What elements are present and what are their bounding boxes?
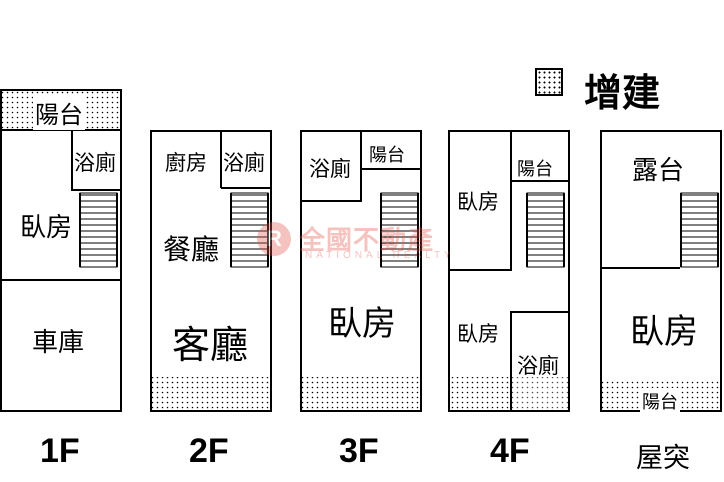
f4-bedroom-top-label: 臥房	[457, 190, 499, 214]
f2-kitchen-label: 廚房	[165, 151, 207, 175]
f3-staircase	[380, 192, 419, 268]
f3-addition-strip	[302, 377, 420, 410]
f4-balcony-room	[510, 130, 570, 182]
f4-bath-label: 浴廁	[517, 354, 559, 378]
f1-bath-room	[71, 129, 122, 191]
floor-2f-plan	[150, 130, 272, 412]
f4-addition-strip	[450, 377, 510, 410]
f2-staircase	[230, 192, 269, 268]
f2-bath-label: 浴廁	[223, 151, 265, 175]
floor-label-roof: 屋突	[636, 443, 690, 474]
floor-label-4f: 4F	[490, 432, 530, 470]
f4-bedroom-bottom-label: 臥房	[457, 322, 499, 346]
roof-terrace-label: 露台	[632, 156, 685, 186]
f2-dining-label: 餐廳	[163, 233, 220, 266]
f1-bedroom-label: 臥房	[20, 213, 73, 243]
realty-logo-icon: R	[257, 222, 291, 256]
floor-3f-plan	[300, 130, 422, 412]
floor-label-3f: 3F	[339, 432, 379, 470]
roof-balcony-label: 陽台	[640, 388, 680, 414]
floor-4f-plan	[448, 130, 570, 412]
f1-balcony-label: 陽台	[33, 95, 85, 130]
f3-balcony-label: 陽台	[369, 145, 405, 166]
realty-sub: NATIONAL REALTY	[305, 250, 455, 261]
f1-garage-label: 車庫	[32, 328, 85, 358]
f1-bath-label: 浴廁	[74, 151, 116, 175]
f4-bedroom-top	[448, 130, 512, 271]
f4-staircase	[526, 192, 565, 268]
f4-balcony-label: 陽台	[517, 159, 553, 180]
floor-1f-plan	[0, 89, 122, 412]
f2-outline	[150, 130, 272, 412]
realty-watermark: R 全國不動產 NATIONAL REALTY	[255, 220, 485, 270]
f3-bath-label: 浴廁	[309, 157, 351, 181]
f1-outline	[0, 129, 122, 412]
floor-label-2f: 2F	[189, 432, 229, 470]
floor-label-1f: 1F	[40, 432, 80, 470]
f2-living-label: 客廳	[172, 323, 249, 367]
roof-bedroom-label: 臥房	[630, 312, 698, 352]
realty-name: 全國不動產	[299, 226, 435, 256]
f4-addition-strip-right	[512, 377, 568, 410]
f3-balcony-room	[360, 130, 422, 170]
roof-staircase	[680, 192, 719, 268]
f3-bedroom-label: 臥房	[328, 304, 396, 344]
legend-label: 增建	[584, 71, 661, 115]
legend-addition-swatch	[535, 68, 563, 96]
f1-staircase	[79, 192, 118, 268]
f2-addition-strip	[152, 377, 270, 410]
